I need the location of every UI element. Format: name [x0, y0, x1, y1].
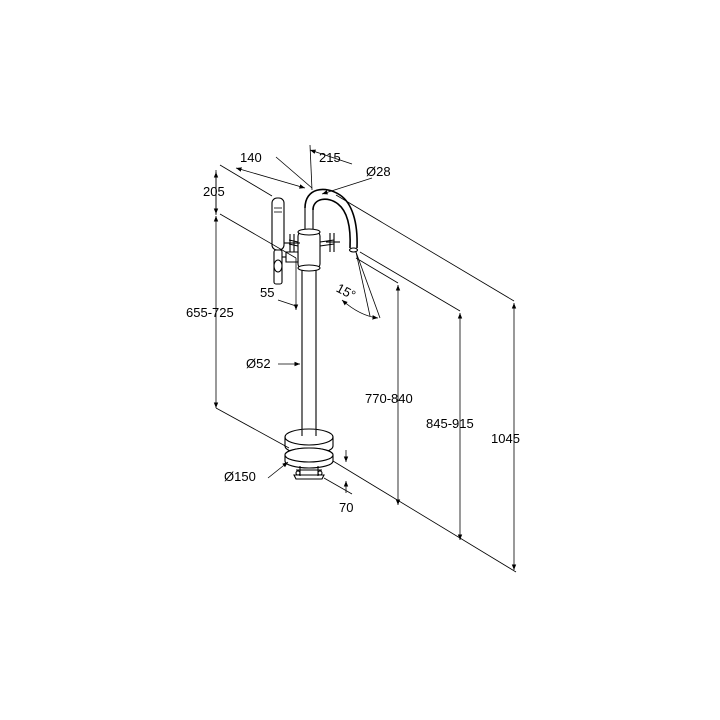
dim-diameter-150: Ø150 [224, 469, 256, 484]
dim-diameter-52: Ø52 [246, 356, 271, 371]
dimension-labels: 140 215 Ø28 205 655-725 55 15° Ø52 770-8… [186, 150, 520, 515]
dim-655-725: 655-725 [186, 305, 234, 320]
dim-angle-15: 15° [334, 280, 358, 302]
dim-55: 55 [260, 285, 274, 300]
dim-215: 215 [319, 150, 341, 165]
dimension-lines [213, 144, 517, 573]
dim-205: 205 [203, 184, 225, 199]
dim-70: 70 [339, 500, 353, 515]
dim-1045: 1045 [491, 431, 520, 446]
dim-845-915: 845-915 [426, 416, 474, 431]
dim-140: 140 [240, 150, 262, 165]
faucet-drawing [271, 188, 359, 480]
dim-770-840: 770-840 [365, 391, 413, 406]
dim-diameter-28: Ø28 [366, 164, 391, 179]
